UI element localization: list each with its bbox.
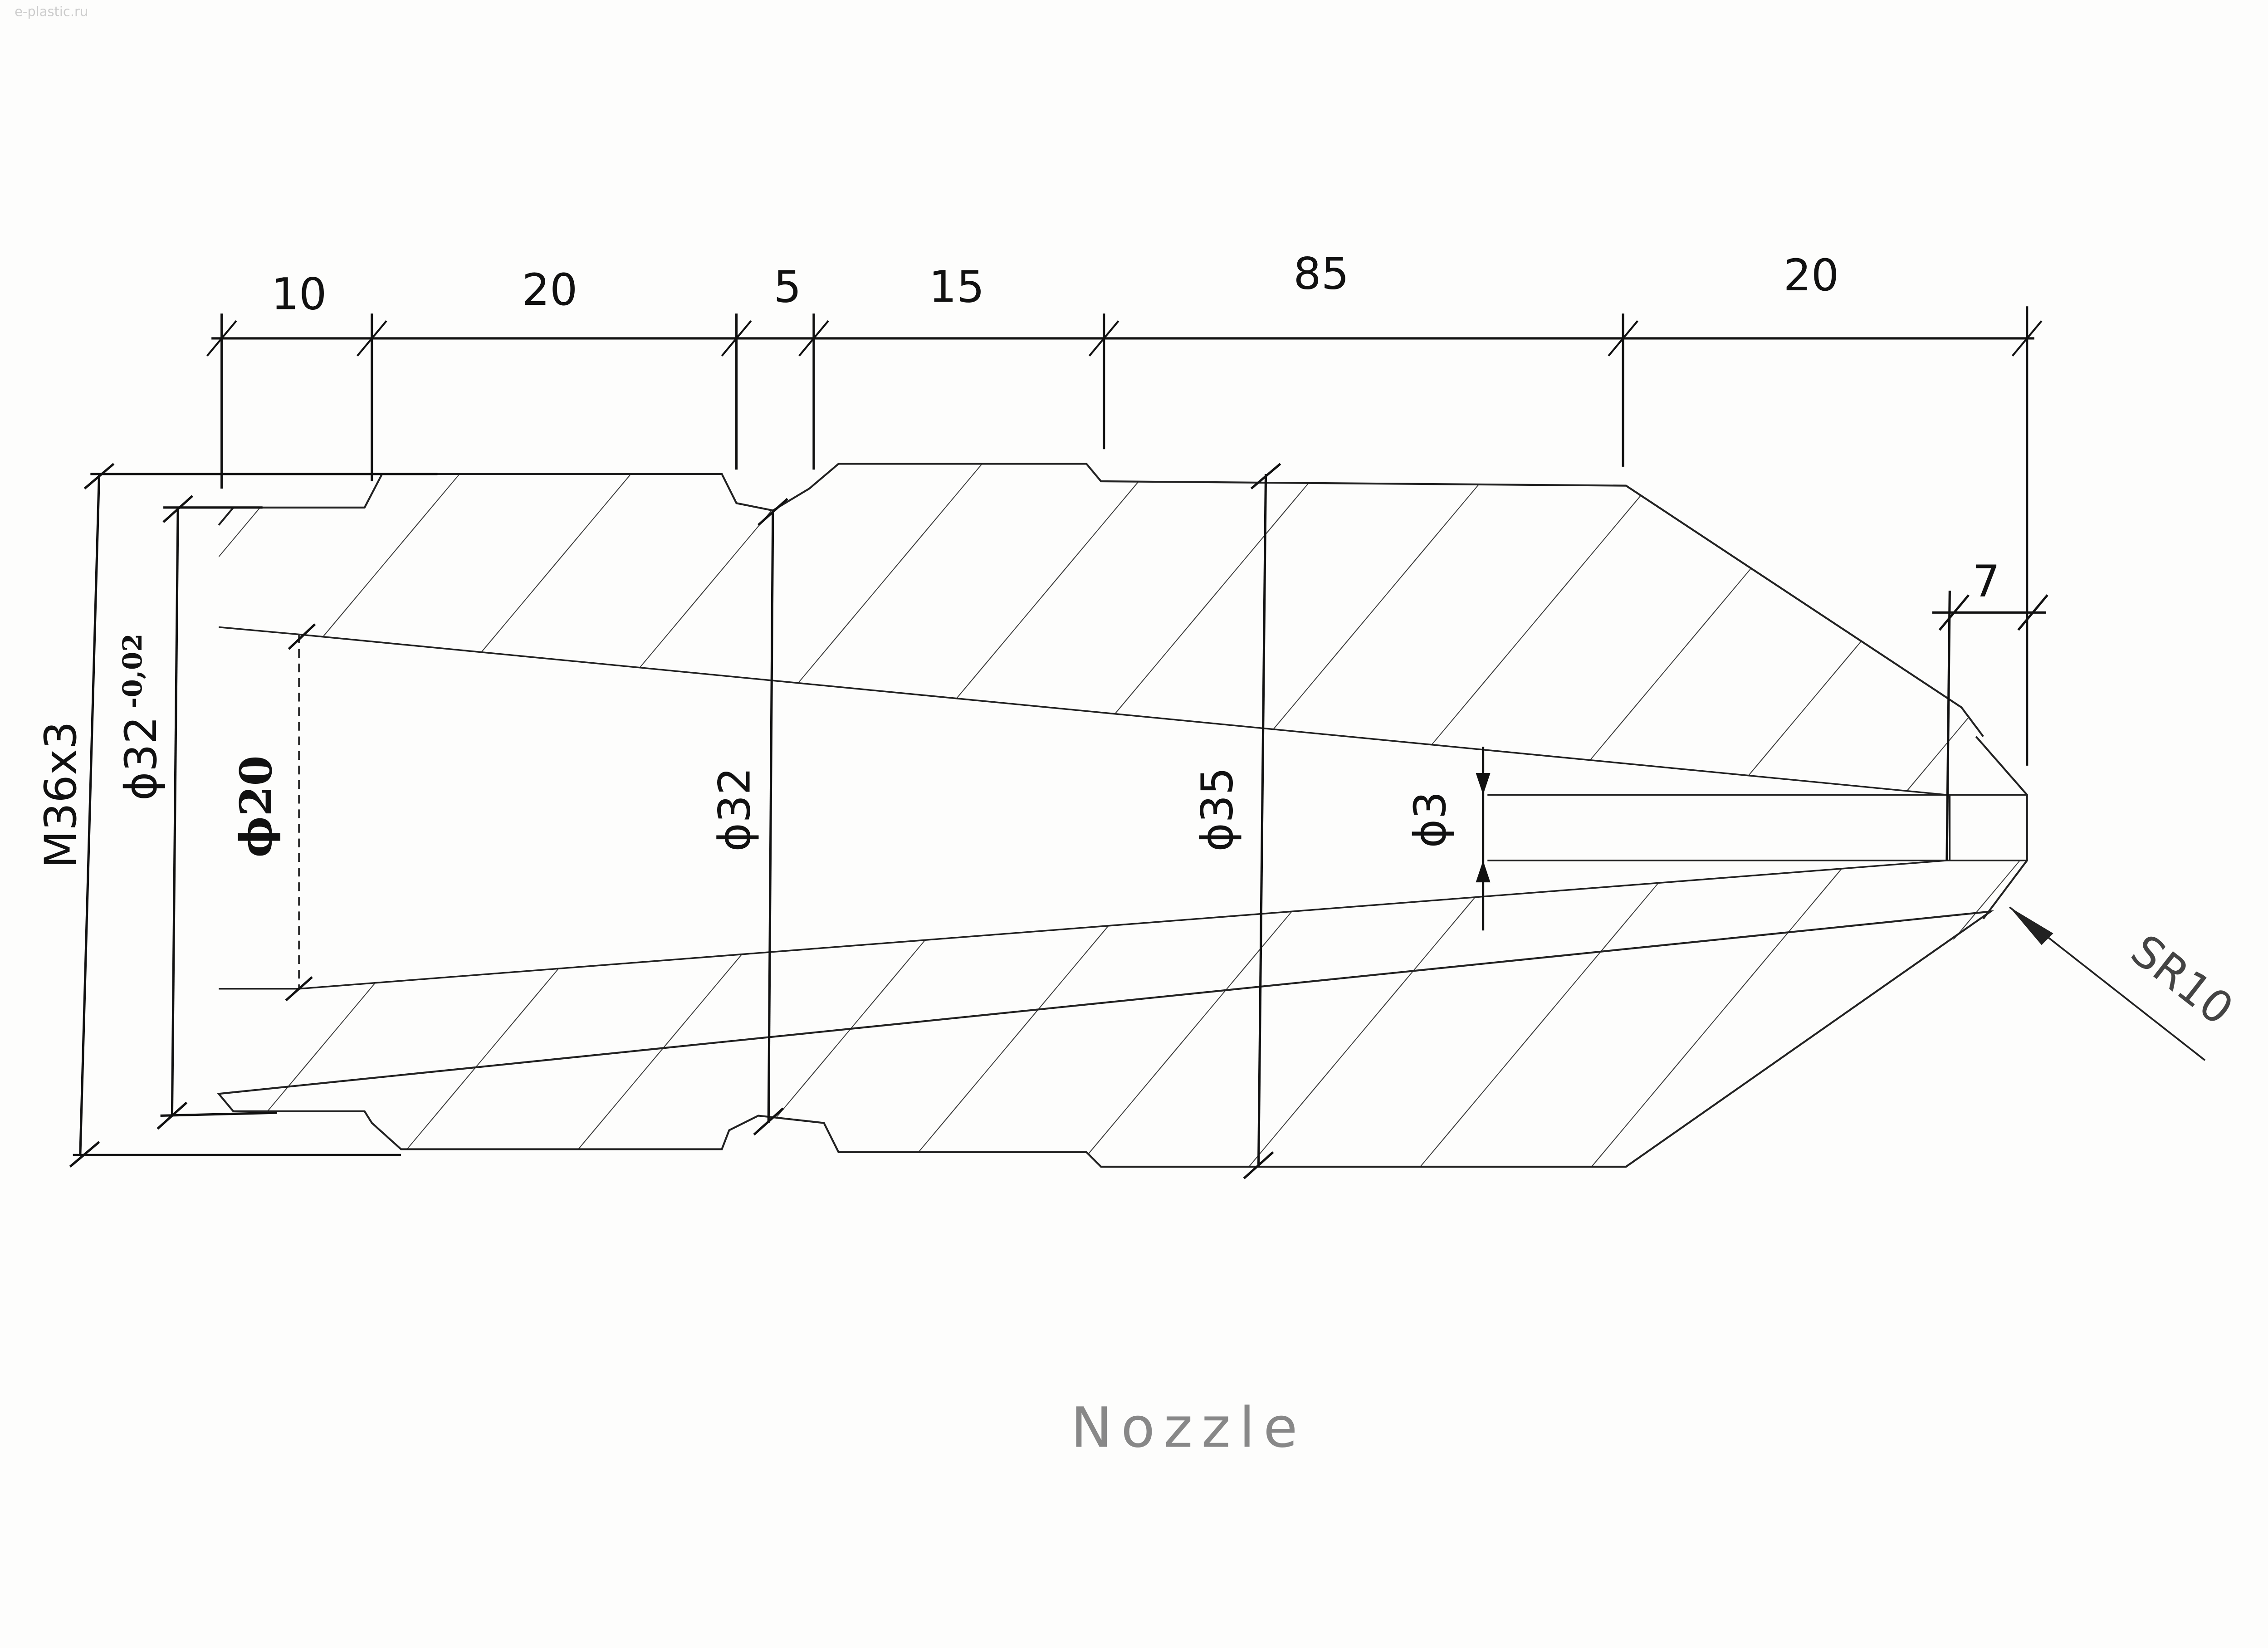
tip-length-dimension xyxy=(1932,591,2048,861)
dim-length-5: 5 xyxy=(773,261,801,313)
dim-length-20-tip: 20 xyxy=(1784,249,1839,301)
dim-seat-diameter: ϕ32 xyxy=(115,716,166,801)
diameter-dimension-lines xyxy=(69,463,1485,1179)
nozzle-section-hatch xyxy=(219,464,2027,1167)
dim-bore-diameter: ϕ20 xyxy=(230,755,282,857)
length-dimension-chain xyxy=(206,306,2043,766)
dim-tip-radius: SR10 xyxy=(2121,924,2243,1035)
dim-length-85: 85 xyxy=(1293,248,1349,299)
dim-length-20: 20 xyxy=(522,264,578,315)
sr10-arrow-icon xyxy=(2009,907,2053,945)
orifice-arrow-bottom xyxy=(1476,860,1491,883)
nozzle-outline xyxy=(217,463,2028,1168)
dim-orifice-diameter: ϕ3 xyxy=(1404,791,1456,848)
drawing-title: Nozzle xyxy=(1071,1395,1306,1460)
dim-thread-m36x3: M36x3 xyxy=(35,721,86,868)
dim-body-diameter: ϕ35 xyxy=(1192,767,1243,851)
dim-groove-diameter: ϕ32 xyxy=(709,767,760,851)
dim-seat-tolerance: -0,02 xyxy=(117,633,148,708)
dim-length-10: 10 xyxy=(271,269,327,320)
watermark-text: e-plastic.ru xyxy=(15,4,88,19)
dim-tip-7: 7 xyxy=(1972,556,2000,607)
orifice-arrow-top xyxy=(1476,773,1491,795)
dim-length-15: 15 xyxy=(929,261,985,313)
